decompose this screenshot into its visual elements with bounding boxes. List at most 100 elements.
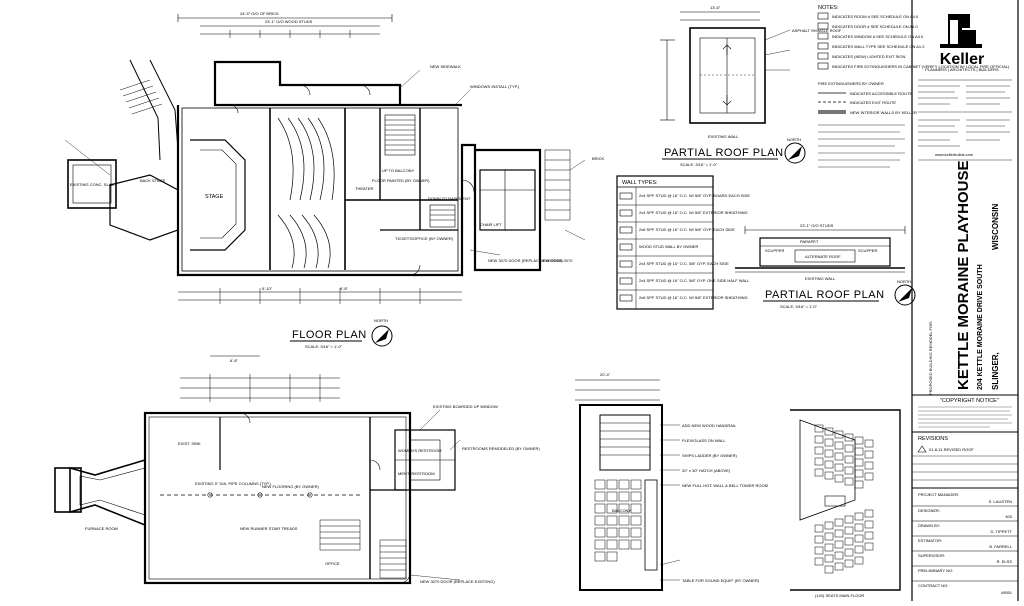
label-down-basement: DOWN TO BASEMENT (428, 196, 471, 201)
project-name: KETTLE MORAINE PLAYHOUSE (955, 161, 972, 390)
dim-wood-studs: 23'-1" O/O WOOD STUDS (265, 19, 313, 24)
label-pipe-columns: EXISTING 5" DIA. PIPE COLUMNS (TYP.) (195, 481, 271, 486)
label-new-door-replace: NEW 3070 DOOR (REPLACE EXISTING) (488, 258, 563, 263)
field-label-contract: CONTRACT NO: (918, 583, 948, 588)
dim-bottom-1: 5'-10" (262, 286, 273, 291)
label-scupper-1: SCUPPER (765, 248, 784, 253)
partial-roof-plan-1-labels: 13'-6" ASPHALT SHINGLE ROOF EXISTING WAL… (662, 5, 842, 167)
partial-roof-plan-2 (735, 226, 906, 273)
field-value-designer: 400 (1005, 514, 1012, 519)
label-existing-wall-2: EXISTING WALL (805, 276, 836, 281)
label-new-door-lower: NEW 3070 DOOR (REPLACE EXISTING) (420, 579, 495, 584)
label-office: OFFICE (325, 561, 340, 566)
dim-lower-top: 6'-8" (230, 358, 239, 363)
label-womens-restroom: WOMEN'S RESTROOM (398, 448, 441, 453)
floor-plan-lower (54, 355, 461, 585)
wall-type-6: 2x4 SPF STUD @ 16" O.C. 5/8" GYP. ONE SI… (639, 278, 750, 283)
new-wall-swatch (818, 110, 846, 114)
wall-types-table: WALL TYPES: 2x4 SPF STUD @ 16" O.C. W/ 5… (616, 175, 750, 310)
partial-roof-plan-2-labels: 23'-1" O/O STUDS PARAPET SCUPPER SCUPPER… (763, 223, 916, 309)
firm-website: www.kellerbuilds.com (935, 152, 974, 157)
field-value-supervisor: R. ELSS (997, 559, 1013, 564)
revisions-label: REVISIONS (918, 436, 948, 442)
label-new-sidewalk: NEW SIDEWALK (430, 64, 461, 69)
balcony-plan-labels: ADD NEW WOOD HANDRAIL PLEXIGLASS ON WALL… (600, 372, 768, 583)
label-plexiglass: PLEXIGLASS ON WALL (682, 438, 726, 443)
label-table-sound: TABLE FOR SOUND EQUIP. (BY OWNER) (682, 578, 760, 583)
note-1: INDICATES ROOM # SEE SCHEDULE ON A4.0 (832, 14, 919, 19)
floor-plan-title: FLOOR PLAN (292, 329, 367, 341)
dim-balcony: 20'-4" (600, 372, 611, 377)
project-header: PROPOSED BUILDING REMODEL FOR: (928, 321, 933, 395)
roof-plan-1-title: PARTIAL ROOF PLAN (664, 147, 784, 159)
wall-type-7: 2x6 SPF STUD @ 16" O.C. W/ 5/8" EXTERIOR… (639, 295, 748, 300)
north-label-2: NORTH (787, 137, 801, 142)
label-tickets-office: TICKETS/OFFICE (BY OWNER) (395, 236, 454, 241)
notes-title: NOTES: (818, 5, 839, 11)
wall-type-1: 2x4 SPF STUD @ 16" O.C. W/ 5/8" GYP. BOA… (639, 193, 750, 198)
label-balcony: BALCONY (612, 508, 631, 513)
dim-roof-2: 23'-1" O/O STUDS (800, 223, 834, 228)
north-arrow-pointer-icon (375, 329, 389, 343)
label-back-stage: BACK STAGE (140, 178, 166, 183)
project-city: SLINGER, (991, 352, 1000, 390)
field-value-estimator: B. FARRELL (989, 544, 1012, 549)
label-exist-sink: EXIST. SINK (178, 441, 201, 446)
dim-roof-1: 13'-6" (710, 5, 721, 10)
roof-plan-1-scale: SCALE: 3/16" = 1'-0" (680, 162, 718, 167)
roof-plan-2-scale: SCALE: 3/16" = 1'-0" (780, 304, 818, 309)
wall-type-2: 2x4 SPF STUD @ 16" O.C. W/ 5/8" EXTERIOR… (639, 210, 748, 215)
label-new-flooring: NEW FLOORING (BY OWNER) (262, 484, 319, 489)
label-alternate-roof: ALTERNATE ROOF (805, 254, 841, 259)
note-8: INDICATES ACCESSIBLE ROUTE (850, 91, 912, 96)
copyright-title: "COPYRIGHT NOTICE" (940, 398, 999, 404)
wall-type-3: 2x6 SPF STUD @ 16" O.C. W/ 5/8" GYP. EAC… (639, 227, 735, 232)
seating-plan (790, 409, 901, 591)
seats-main-floor: (140) SEATS MAIN FLOOR (815, 593, 864, 598)
field-label-drawn: DRAWN BY: (918, 523, 940, 528)
notes-block: NOTES: INDICATES ROOM # SEE SCHEDULE ON … (817, 5, 1010, 168)
project-state: WISCONSIN (991, 204, 1000, 250)
floor-plan-scale: SCALE: 3/16" = 1'-0" (305, 344, 343, 349)
label-mens-restroom: MEN'S RESTROOM (398, 471, 435, 476)
field-label-pm: PROJECT MANAGER: (918, 492, 959, 497)
title-fields: PROJECT MANAGER: S. LAUSTEN DESIGNER: 40… (912, 492, 1018, 595)
field-value-pm: S. LAUSTEN (989, 499, 1012, 504)
title-block: Keller PLANNERS | ARCHITECTS | BUILDERS … (911, 0, 1019, 601)
field-label-designer: DESIGNER: (918, 508, 940, 513)
north-label-3: NORTH (897, 279, 911, 284)
label-existing-wall-roof: EXISTING WALL (708, 134, 739, 139)
label-asphalt-shingle: ASPHALT SHINGLE ROOF (792, 28, 842, 33)
floor-plan-title-block: FLOOR PLAN SCALE: 3/16" = 1'-0" NORTH (290, 318, 393, 349)
floor-plan-lower-labels: FURNACE ROOM EXIST. SINK EXISTING 5" DIA… (85, 358, 540, 584)
floor-plan-upper (64, 14, 586, 304)
north-arrow-pointer-icon (898, 288, 912, 302)
label-brick: BRICK (592, 156, 605, 161)
label-theater: THEATER (355, 186, 373, 191)
project-address: 204 KETTLE MORAINE DRIVE SOUTH (977, 264, 984, 390)
field-value-contract: 49551 (1001, 590, 1013, 595)
label-hatch: 20" x 30" HATCH (ABOVE) (682, 468, 731, 473)
firm-tagline: PLANNERS | ARCHITECTS | BUILDERS (925, 67, 999, 72)
balcony-plan (575, 379, 681, 591)
label-scupper-2: SCUPPER (858, 248, 877, 253)
note-10: NEW INTERIOR WALLS BY KELLER (850, 110, 917, 115)
note-5: INDICATES (NEW) LIGHTED EXIT SIGN (832, 54, 906, 59)
label-ships-ladder: SHIPS LADDER (BY OWNER) (682, 453, 737, 458)
label-furnace-room: FURNACE ROOM (85, 526, 118, 531)
wall-type-5: 2x4 SPF STUD @ 16" O.C. 5/8" GYP. EACH S… (639, 261, 729, 266)
note-6: INDICATES FIRE EXTINGUISHERS IN CABINET … (832, 64, 1010, 69)
note-9: INDICATES EXIT ROUTE (850, 100, 896, 105)
note-4: INDICATES WALL TYPE SEE SCHEDULE ON A1.0 (832, 44, 925, 49)
revision-delta-icon (917, 445, 927, 453)
wall-type-4: WOOD STUD WALL BY OWNER (639, 244, 699, 249)
revision-1: 01-8-11 REVISED ROOF (929, 447, 974, 452)
note-7: FIRE EXTINGUISHERS BY OWNER (818, 81, 884, 86)
label-existing-window: EXISTING BOARDED UP WINDOW (433, 404, 498, 409)
label-full-wall: NEW FULL HGT. WALL & BELL TOWER ROOM (682, 483, 768, 488)
roof-plan-2-title: PARTIAL ROOF PLAN (765, 289, 885, 301)
label-stage: STAGE (205, 194, 224, 200)
note-3: INDICATES WINDOW # SEE SCHEDULE ON A4.0 (832, 34, 924, 39)
field-value-drawn: D. TIPPETT (991, 529, 1013, 534)
